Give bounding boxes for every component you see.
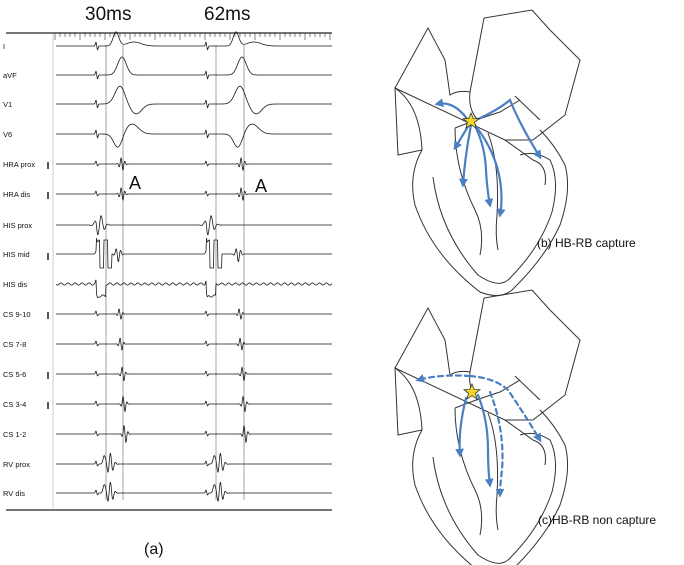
atrial-marker-beat-2: A [255,176,267,196]
egm-trace-avf [56,56,332,80]
channel-label-his-prox: HIS prox [3,221,32,230]
channel-label-cs-7-8: CS 7-8 [3,340,26,349]
egm-trace-hra-prox [56,157,332,171]
channel-label-his-dis: HIS dis [3,280,27,289]
egm-trace-cs-3-4 [56,395,332,413]
non-capture-conduction-arrows [415,374,542,498]
egm-panel: 30ms 62ms I aVF V1 V6 HRA prox HRA dis H… [3,4,333,558]
egm-trace-rv-dis [56,481,332,502]
channel-label-avf: aVF [3,71,17,80]
channel-label-hra-prox: HRA prox [3,160,35,169]
interval-label-30ms: 30ms [85,4,131,25]
channel-label-cs-9-10: CS 9-10 [3,310,31,319]
channel-label-his-mid: HIS mid [3,250,30,259]
panel-b-caption: (b) HB-RB capture [537,236,636,250]
channel-label-cs-1-2: CS 1-2 [3,430,26,439]
channel-labels: I aVF V1 V6 HRA prox HRA dis HIS prox HI… [3,42,35,498]
panel-c-caption: (c)HB-RB non capture [538,513,656,527]
channel-label-rv-prox: RV prox [3,460,30,469]
atrial-marker-beat-1: A [129,173,141,193]
time-tick-ruler [54,33,331,40]
pacing-site-star-non-capture [462,382,482,400]
egm-trace-cs-1-2 [56,425,332,443]
egm-trace-i [56,31,332,51]
channel-label-v1: V1 [3,100,12,109]
channel-label-hra-dis: HRA dis [3,190,30,199]
egm-trace-his-mid [56,237,332,269]
egm-trace-v1 [56,85,332,115]
egm-traces [55,31,333,502]
channel-label-cs-5-6: CS 5-6 [3,370,26,379]
heart-diagram-capture: (b) HB-RB capture [394,9,636,296]
channel-label-rv-dis: RV dis [3,489,25,498]
panel-a-caption: (a) [144,541,164,558]
egm-trace-cs-7-8 [56,337,332,351]
channel-label-cs-3-4: CS 3-4 [3,400,26,409]
egm-trace-rv-prox [56,452,332,473]
egm-trace-his-dis [55,279,333,299]
heart-outline [394,9,581,296]
egm-trace-cs-9-10 [56,308,332,320]
pacing-site-star-capture [461,111,481,129]
capture-conduction-arrows [434,98,542,218]
heart-diagram-non-capture [394,289,581,565]
interval-label-62ms: 62ms [204,4,250,25]
egm-trace-hra-dis [56,187,332,201]
channel-label-i: I [3,42,5,51]
egm-trace-v6 [56,123,332,148]
egm-trace-his-prox [56,215,332,236]
egm-trace-cs-5-6 [56,366,332,382]
channel-label-v6: V6 [3,130,12,139]
